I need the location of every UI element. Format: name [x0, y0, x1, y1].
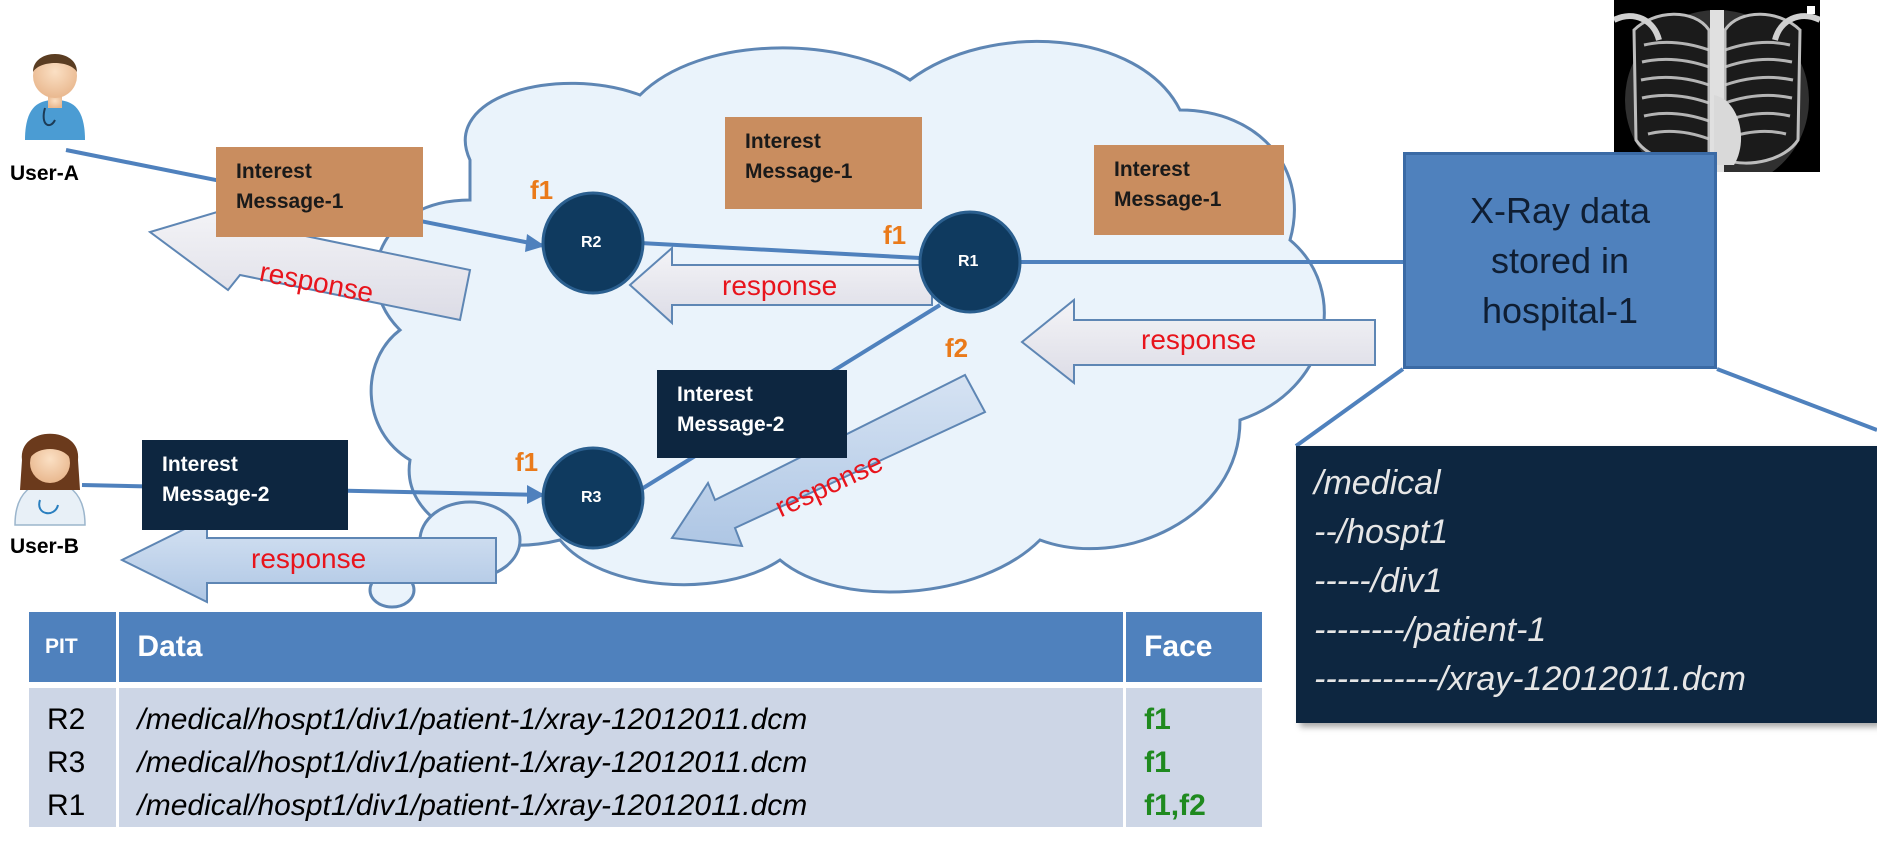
- response-arrow-r3-userb: [119, 516, 497, 604]
- interest-message-id: Message-2: [677, 413, 785, 436]
- pit-cell-face: f1: [1124, 741, 1265, 784]
- pit-table: PIT Data Face R2 /medical/hospt1/div1/pa…: [29, 612, 1265, 827]
- router-r3-label: R3: [581, 489, 602, 506]
- arrowhead-r2: [525, 234, 545, 252]
- pit-cell-router: R3: [29, 741, 120, 784]
- pit-cell-data: /medical/hospt1/div1/patient-1/xray-1201…: [117, 741, 1127, 784]
- interest-label: Interest: [1114, 158, 1190, 181]
- link-r2-r1: [639, 241, 921, 260]
- interest-message-id: Message-1: [745, 160, 853, 183]
- pit-cell-router: R2: [29, 685, 120, 741]
- name-hierarchy-panel: /medical --/hospt1 -----/div1 --------/p…: [1296, 446, 1877, 723]
- user-b-icon: [14, 433, 86, 526]
- interest-message-1-hospital: Interest Message-1: [1094, 145, 1284, 235]
- response-text-userb: response: [251, 543, 367, 574]
- link-store-panel-right: [1716, 367, 1877, 432]
- face-label-r1-f2: f2: [945, 333, 969, 363]
- pit-table-row: R2 /medical/hospt1/div1/patient-1/xray-1…: [29, 685, 1265, 741]
- user-b-label: User-B: [10, 535, 79, 558]
- router-r3: [541, 446, 645, 550]
- store-line-3: hospital-1: [1481, 289, 1639, 331]
- name-tree-line: -----------/xray-12012011.dcm: [1314, 660, 1746, 698]
- pit-cell-data: /medical/hospt1/div1/patient-1/xray-1201…: [117, 784, 1127, 827]
- router-r1-label: R1: [958, 253, 979, 270]
- interest-message-id: Message-1: [1114, 188, 1222, 211]
- response-arrows: [119, 205, 1376, 604]
- name-tree-line: --/hospt1: [1314, 513, 1449, 551]
- interest-label: Interest: [236, 160, 312, 183]
- pit-cell-face: f1: [1124, 685, 1265, 741]
- router-r1: [918, 210, 1022, 314]
- interest-message-id: Message-2: [162, 483, 270, 506]
- interest-message-id: Message-1: [236, 190, 344, 213]
- name-tree-line: -----/div1: [1314, 562, 1443, 600]
- response-arrow-r1-r3: [670, 373, 987, 548]
- response-arrow-hospital-r1: [1020, 297, 1376, 386]
- pit-cell-face: f1,f2: [1124, 784, 1265, 827]
- arrowhead-r3: [527, 485, 545, 504]
- link-store-panel-left: [1294, 367, 1405, 448]
- pit-table-row: R1 /medical/hospt1/div1/patient-1/xray-1…: [29, 784, 1265, 827]
- routers: [541, 191, 1022, 550]
- interest-label: Interest: [162, 453, 238, 476]
- pit-header-face: Face: [1124, 612, 1265, 688]
- interest-message-2-userb: Interest Message-2: [142, 440, 348, 530]
- xray-image: [1614, 0, 1820, 172]
- router-r2-label: R2: [581, 234, 602, 251]
- pit-cell-data: /medical/hospt1/div1/patient-1/xray-1201…: [117, 685, 1127, 741]
- router-r2: [541, 191, 645, 295]
- store-line-2: stored in: [1490, 239, 1630, 281]
- hospital-data-store: X-Ray data stored in hospital-1: [1403, 152, 1717, 369]
- face-label-r1-f1: f1: [883, 220, 907, 250]
- user-a-label: User-A: [10, 162, 79, 185]
- store-line-1: X-Ray data: [1469, 189, 1651, 231]
- response-arrow-r1-r2: [628, 245, 933, 326]
- response-text-hospital: response: [1141, 324, 1257, 355]
- user-a-icon: [25, 54, 85, 140]
- name-tree-line: --------/patient-1: [1314, 611, 1547, 649]
- face-label-r2-f1: f1: [530, 175, 554, 205]
- pit-table-header: PIT Data Face: [29, 612, 1265, 688]
- interest-label: Interest: [745, 130, 821, 153]
- name-tree-line: /medical: [1314, 464, 1441, 502]
- interest-message-1-usera: Interest Message-1: [216, 147, 423, 237]
- response-text-r1-r2: response: [722, 270, 838, 301]
- face-label-r3-f1: f1: [515, 447, 539, 477]
- interest-message-1-cloud: Interest Message-1: [725, 117, 922, 209]
- interest-message-2-cloud: Interest Message-2: [657, 370, 847, 458]
- pit-header-data: Data: [117, 612, 1127, 688]
- pit-table-row: R3 /medical/hospt1/div1/patient-1/xray-1…: [29, 741, 1265, 784]
- pit-header-pit: PIT: [29, 612, 120, 688]
- interest-label: Interest: [677, 383, 753, 406]
- pit-cell-router: R1: [29, 784, 120, 827]
